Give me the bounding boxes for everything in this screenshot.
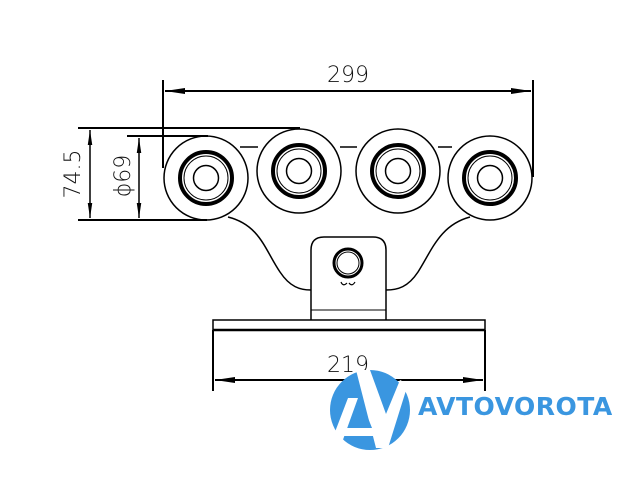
mounting-tab (310, 236, 387, 320)
dimension-wheel-diameter: ϕ69 (111, 135, 208, 218)
wheel (256, 128, 342, 214)
brand-name: AVTOVOROTA (418, 392, 613, 421)
wheel (355, 128, 441, 214)
dimension-overall-width: 299 (162, 63, 534, 177)
wheel (447, 135, 533, 221)
avtovorota-logo-icon (330, 370, 410, 450)
dimension-label-299: 299 (327, 63, 369, 88)
dimension-label-diameter: ϕ69 (111, 155, 136, 198)
wheel (163, 135, 249, 221)
dimension-height: 74.5 (61, 127, 300, 221)
base-plate (212, 319, 486, 332)
carriage-body (227, 146, 471, 291)
dimension-label-74-5: 74.5 (61, 150, 86, 199)
